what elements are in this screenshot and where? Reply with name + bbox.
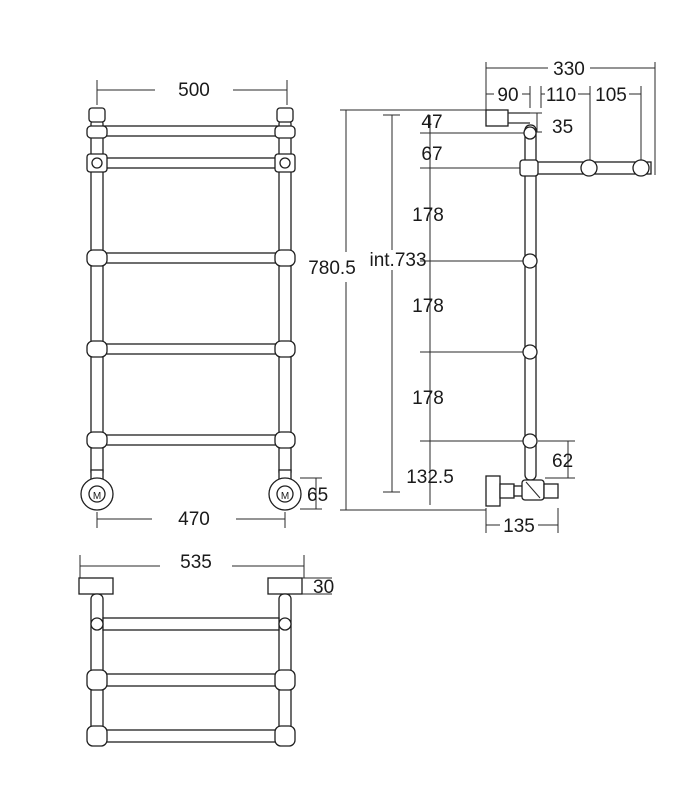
- dim-label-90: 90: [497, 85, 518, 106]
- top-rail-3: [102, 729, 280, 743]
- top-rail-2: [102, 673, 280, 687]
- dim-label-780: 780.5: [308, 258, 356, 279]
- top-fittings: [86, 617, 296, 747]
- rail-3: [102, 252, 280, 264]
- dim-label-178-c: 178: [412, 388, 444, 409]
- dim-foot-65: 65: [300, 477, 328, 510]
- side-post: [524, 124, 537, 481]
- top-post-right: [278, 593, 292, 745]
- dim-label-30: 30: [313, 577, 334, 598]
- side-posts: [90, 117, 292, 479]
- joint-fittings: [86, 125, 296, 449]
- dim-interaxis-733: int.733: [369, 114, 427, 493]
- rail-section-1: [522, 253, 538, 269]
- dim-depth-330: 330: [485, 59, 656, 175]
- dim-label-65: 65: [307, 485, 328, 506]
- dim-depth-30: 30: [302, 577, 334, 598]
- side-valve: [485, 475, 559, 507]
- top-bracket-left: [78, 577, 114, 595]
- dim-label-330: 330: [553, 59, 585, 80]
- dim-label-110: 110: [546, 85, 576, 106]
- top-rail-1: [102, 617, 280, 631]
- dim-label-105: 105: [595, 85, 627, 106]
- dim-label-67: 67: [421, 144, 442, 165]
- dim-label-132: 132.5: [406, 467, 454, 488]
- valve-mark-right: M: [281, 491, 289, 502]
- dim-135: 135: [485, 508, 559, 537]
- dim-label-733: int.733: [369, 250, 426, 271]
- dim-label-47: 47: [421, 112, 442, 133]
- valve-left: M: [80, 469, 114, 511]
- rail-2: [102, 157, 280, 169]
- dim-height-780: 780.5: [308, 109, 486, 511]
- rail-5: [102, 434, 280, 446]
- rail-1: [102, 125, 280, 137]
- reference-lines: [420, 132, 528, 442]
- dim-label-135: 135: [503, 516, 535, 537]
- top-bracket-right: [267, 577, 303, 595]
- valve-mark-left: M: [93, 491, 101, 502]
- dim-label-470: 470: [178, 509, 210, 530]
- top-shelf-arm: [519, 159, 652, 177]
- rail-4: [102, 343, 280, 355]
- dim-label-500: 500: [178, 80, 210, 101]
- dim-label-35: 35: [552, 117, 573, 138]
- rails: [102, 125, 280, 446]
- dim-width-535: 535: [79, 552, 305, 578]
- dim-label-178-b: 178: [412, 296, 444, 317]
- dim-width-470: 470: [96, 509, 286, 530]
- dim-label-535: 535: [180, 552, 212, 573]
- dim-depth-parts: 90 110 105: [486, 85, 642, 165]
- wall-bracket: 35: [485, 109, 573, 138]
- top-caps: [88, 107, 294, 123]
- dim-label-178-a: 178: [412, 205, 444, 226]
- top-post-left: [90, 593, 104, 745]
- dim-label-62: 62: [552, 451, 573, 472]
- valve-right: M: [268, 469, 302, 511]
- rail-section-2: [522, 344, 538, 360]
- dim-62: 62: [538, 440, 575, 479]
- rail-section-3: [522, 433, 538, 449]
- side-view: 330 90 110 105 780.5: [308, 59, 656, 537]
- dim-width-500: 500: [96, 80, 288, 105]
- front-view: 500: [80, 80, 328, 530]
- top-view: 535 30: [78, 552, 334, 747]
